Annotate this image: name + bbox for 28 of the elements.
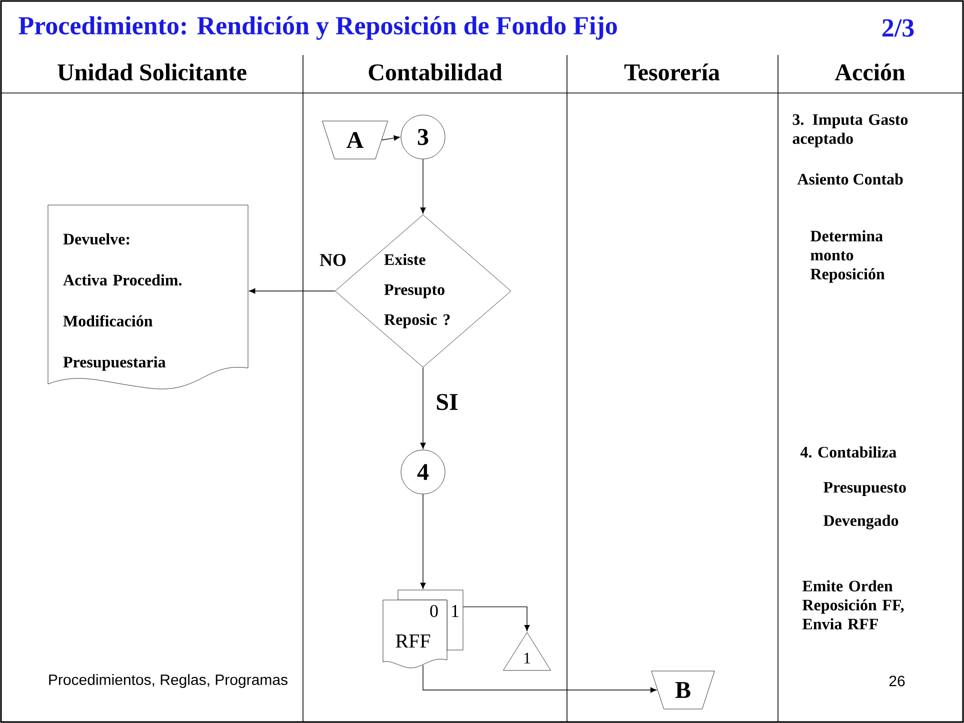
- arrow: [381, 135, 400, 141]
- page-number: 2/3: [882, 19, 914, 37]
- arrow: [249, 288, 336, 294]
- offpage-connector: B: [651, 670, 715, 710]
- offpage-connector: A: [322, 120, 388, 160]
- archive-triangle: 1: [503, 632, 551, 671]
- footer-text: Procedimientos, Reglas, Programas: [49, 674, 288, 688]
- arrow: [420, 494, 426, 589]
- node-label: 1: [452, 605, 458, 617]
- action-text: Emite Orden Reposición FF, Envia RFF: [802, 580, 904, 630]
- document-stack: 0 1 RFF: [382, 590, 464, 668]
- arrow: [420, 367, 426, 449]
- action-text: Determina monto Reposición: [810, 230, 885, 283]
- title: Procedimiento: Rendición y Reposición de Fondo Fijo: [18, 16, 617, 40]
- action-text: 3. Imputa Gasto aceptado: [792, 114, 908, 148]
- action-text: Devengado: [824, 514, 898, 530]
- edge-label: SI: [434, 392, 460, 412]
- action-text: Asiento Contab: [797, 173, 903, 185]
- action-text: Presupuesto: [823, 482, 906, 496]
- page-number: 26: [889, 676, 905, 686]
- column-header: Unidad Solicitante: [58, 64, 246, 80]
- arrow: [422, 664, 656, 693]
- column-header: Tesorería: [624, 64, 720, 80]
- column-header: Contabilidad: [368, 64, 502, 80]
- arrow: [462, 606, 530, 632]
- column-header: Acción: [834, 64, 905, 80]
- arrow: [420, 158, 426, 214]
- action-text: 4. Contabiliza: [800, 446, 896, 458]
